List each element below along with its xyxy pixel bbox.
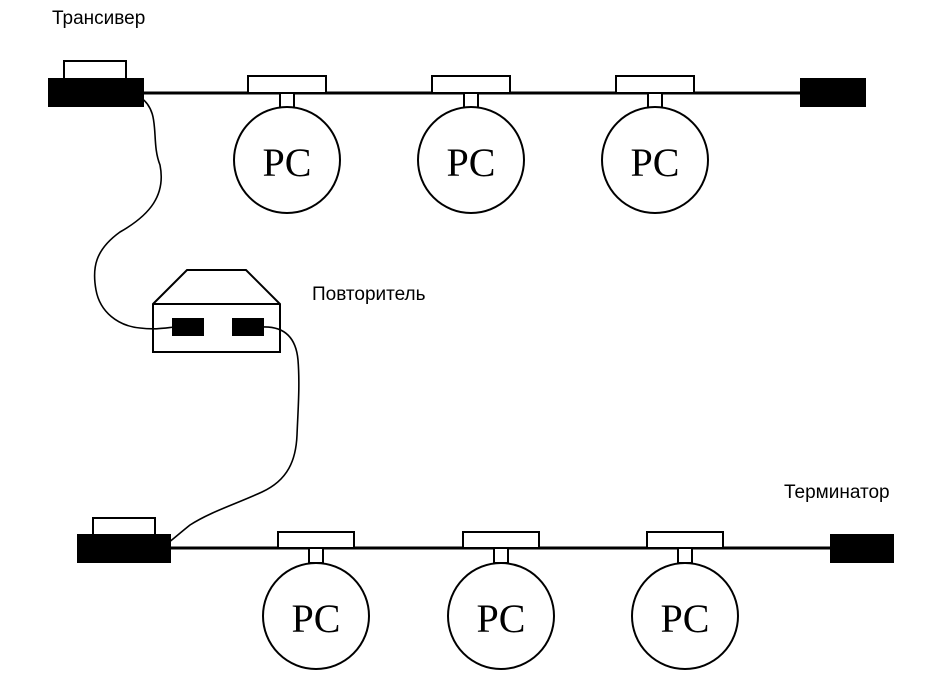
top-terminator	[800, 78, 866, 107]
top-t-connector-2	[431, 75, 511, 94]
top-workstation-3: PC	[601, 75, 709, 214]
repeater	[152, 269, 281, 353]
repeater-port-left	[172, 318, 204, 336]
bottom-transceiver-cap	[92, 517, 156, 536]
top-pc-3	[601, 106, 709, 214]
repeater-housing	[152, 269, 281, 353]
bottom-pc-1	[262, 562, 370, 670]
bottom-transceiver-body	[77, 534, 171, 563]
top-pc-1	[233, 106, 341, 214]
bottom-workstation-1: PC	[262, 531, 370, 670]
top-t-connector-1	[247, 75, 327, 94]
top-drop-2	[463, 92, 479, 109]
top-drop-1	[279, 92, 295, 109]
bottom-pc-3	[631, 562, 739, 670]
repeater-port-right	[232, 318, 264, 336]
bottom-terminator	[830, 534, 894, 563]
top-pc-label-1: PC	[263, 140, 312, 185]
bottom-t-connector-1	[277, 531, 355, 549]
transceiver-label: Трансивер	[52, 8, 145, 29]
bottom-workstation-3: PC	[631, 531, 739, 670]
top-pc-label-2: PC	[447, 140, 496, 185]
repeater-label: Повторитель	[312, 284, 426, 305]
top-transceiver-body	[48, 78, 144, 107]
bottom-drop-1	[308, 547, 324, 564]
top-transceiver-cap	[63, 60, 127, 80]
top-drop-3	[647, 92, 663, 109]
bottom-pc-label-1: PC	[292, 596, 341, 641]
bottom-t-connector-2	[462, 531, 540, 549]
top-transceiver	[48, 60, 144, 107]
bottom-pc-2	[447, 562, 555, 670]
bottom-segment: PC PC PC	[77, 517, 894, 670]
bottom-pc-label-2: PC	[477, 596, 526, 641]
lower-drop-cable	[167, 326, 300, 544]
bottom-workstation-2: PC	[447, 531, 555, 670]
bottom-transceiver	[77, 517, 171, 563]
top-segment: PC PC PC	[48, 60, 866, 214]
bottom-t-connector-3	[646, 531, 724, 549]
bottom-drop-3	[677, 547, 693, 564]
top-pc-2	[417, 106, 525, 214]
top-pc-label-3: PC	[631, 140, 680, 185]
top-workstation-1: PC	[233, 75, 341, 214]
upper-drop-cable	[93, 96, 176, 330]
terminator-label: Терминатор	[784, 482, 890, 503]
top-t-connector-3	[615, 75, 695, 94]
bottom-pc-label-3: PC	[661, 596, 710, 641]
bottom-drop-2	[493, 547, 509, 564]
top-workstation-2: PC	[417, 75, 525, 214]
